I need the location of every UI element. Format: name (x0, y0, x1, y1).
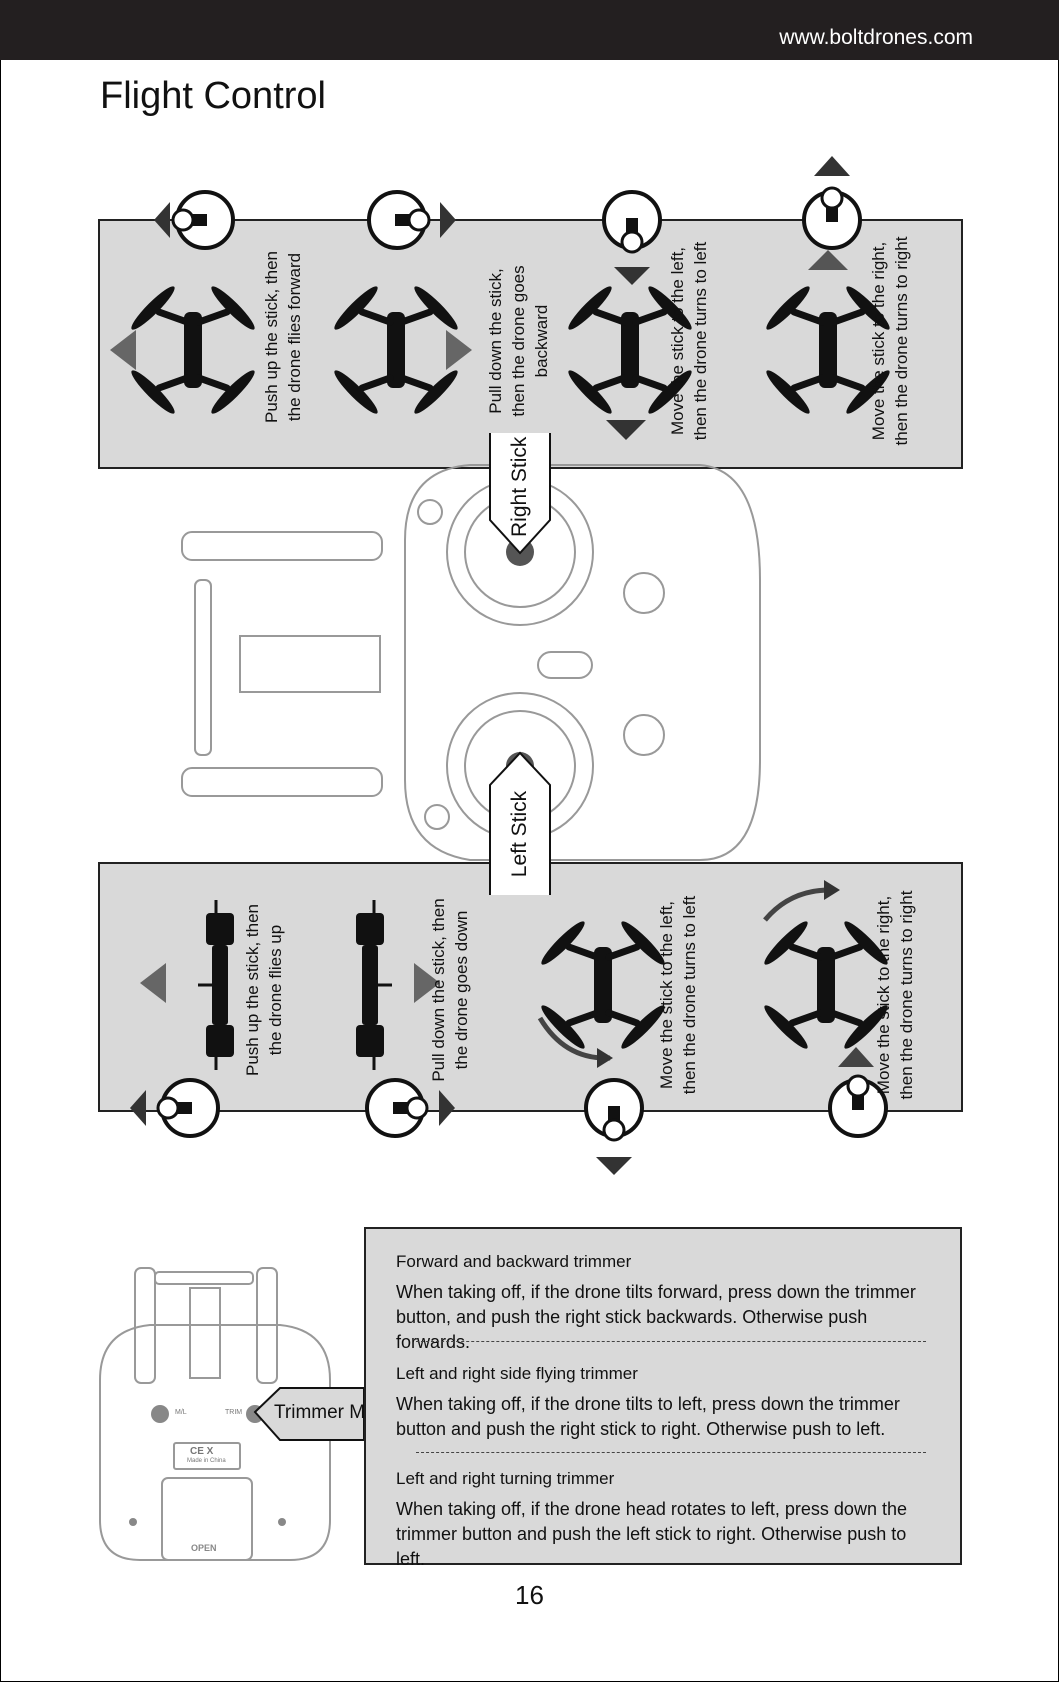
trimmer-heading: Forward and backward trimmer (396, 1252, 632, 1271)
trimmer-section-side: Left and right side flying trimmer When … (396, 1364, 936, 1442)
site-url[interactable]: www.boltdrones.com (779, 26, 973, 49)
page-title: Flight Control (100, 75, 326, 117)
trimmer-heading: Left and right turning trimmer (396, 1469, 615, 1488)
trim-button-label: TRIM (225, 1409, 243, 1416)
made-in-label: Made in China (187, 1458, 226, 1464)
trimmer-panel: Forward and backward trimmer When taking… (364, 1227, 962, 1569)
left-stick-caption-3: Move the stick to the left, then the dro… (657, 895, 699, 1095)
trimmer-body: When taking off, if the drone tilts to l… (396, 1394, 900, 1439)
divider (416, 1452, 926, 1453)
left-stick-label: Left Stick (508, 790, 531, 878)
header-bar: www.boltdrones.com (0, 0, 1059, 60)
divider (416, 1341, 926, 1342)
right-stick-caption-1: Push up the stick, then the drone flies … (262, 251, 304, 423)
trimmer-body: When taking off, if the drone head rotat… (396, 1499, 907, 1569)
trimmer-body: When taking off, if the drone tilts forw… (396, 1282, 916, 1352)
page-number: 16 (515, 1580, 544, 1610)
right-stick-label: Right Stick (508, 436, 531, 537)
left-stick-caption-4: Move the stick to the right, then the dr… (874, 890, 916, 1100)
trimmer-heading: Left and right side flying trimmer (396, 1364, 638, 1383)
left-stick-caption-1: Push up the stick, then the drone flies … (243, 904, 285, 1076)
battery-open-label: OPEN (191, 1543, 217, 1553)
cert-marks: CE X (190, 1446, 214, 1457)
right-stick-caption-2: Pull down the stick, then the drone goes… (486, 265, 551, 417)
right-stick-caption-4: Move the stick to the right, then the dr… (869, 236, 911, 446)
right-stick-caption-3: Move the stick to the left, then the dro… (668, 241, 710, 441)
speed-button-label: M/L (175, 1409, 187, 1416)
left-stick-caption-2: Pull down the stick, then the drone goes… (429, 898, 471, 1082)
trimmer-section-turning: Left and right turning trimmer When taki… (396, 1469, 936, 1572)
trimmer-section-forward-backward: Forward and backward trimmer When taking… (396, 1252, 936, 1355)
